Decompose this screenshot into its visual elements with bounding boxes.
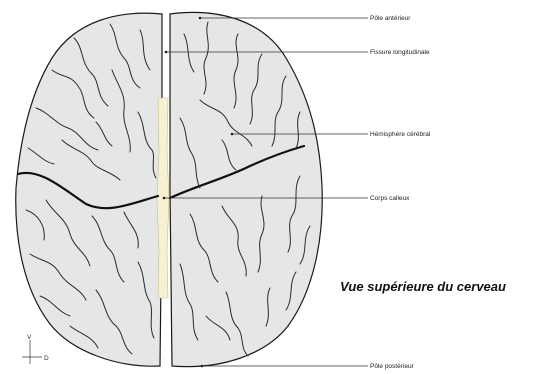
label-corpus-callosum: Corps calleux: [370, 195, 410, 202]
axis-label-d: D: [44, 355, 49, 362]
axis-label-v: V: [27, 334, 32, 341]
left-hemisphere: [16, 13, 162, 366]
diagram-title: Vue supérieure du cerveau: [340, 279, 506, 294]
label-posterior-pole: Pôle postérieur: [370, 363, 415, 370]
orientation-marker: V D: [22, 334, 49, 364]
label-anterior-pole: Pôle antérieur: [370, 15, 411, 22]
label-longitudinal-fissure: Fissure longitudinale: [370, 49, 430, 56]
label-cerebral-hemisphere: Hémisphère cérébral: [370, 131, 431, 138]
